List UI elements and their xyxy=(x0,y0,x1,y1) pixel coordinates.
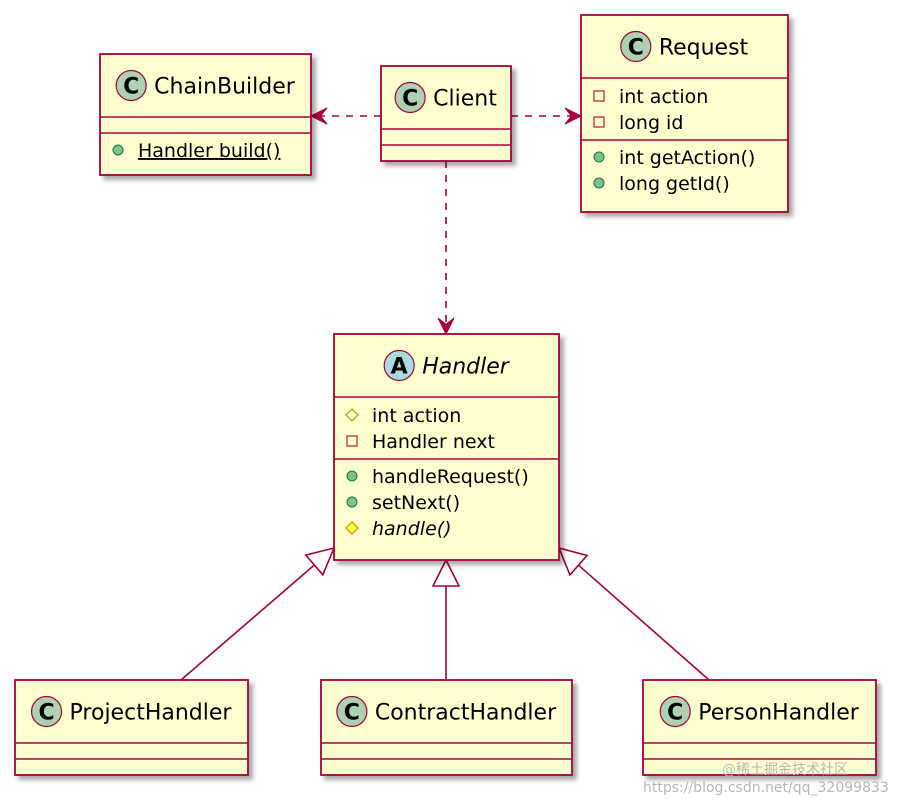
inheritance-contracthandler-to-handler xyxy=(431,558,461,680)
method-label: int getAction() xyxy=(619,147,755,169)
field-label: int action xyxy=(619,86,708,108)
class-projecthandler-name: ProjectHandler xyxy=(70,701,233,726)
class-client-box xyxy=(380,65,512,162)
class-personhandler-box xyxy=(642,679,877,776)
inheritance-line xyxy=(577,564,710,681)
method-label: handle() xyxy=(372,518,452,540)
class-icon xyxy=(659,695,691,728)
field-label: long id xyxy=(619,112,683,134)
class-icon xyxy=(115,69,147,102)
inheritance-arrowhead xyxy=(304,546,336,577)
class-icon xyxy=(336,695,368,728)
dependency-client-to-chainbuilder xyxy=(309,107,381,125)
class-icon xyxy=(30,695,63,728)
method-visibility-icon xyxy=(345,521,359,535)
class-handler-box xyxy=(333,333,560,561)
class-contracthandler-box xyxy=(320,679,573,776)
class-request-name: Request xyxy=(659,36,749,61)
method-label: handleRequest() xyxy=(372,466,529,488)
class-client: C Client xyxy=(380,65,512,162)
inheritance-projecthandler-to-handler xyxy=(180,546,336,681)
field-visibility-icon xyxy=(346,435,358,447)
method-label: Handler build() xyxy=(138,140,280,162)
abstract-class-icon xyxy=(383,349,415,382)
class-personhandler-name: PersonHandler xyxy=(698,701,860,726)
watermark-line1: @稀土掘金技术社区 xyxy=(722,762,848,778)
stereotype-letter: C xyxy=(344,701,360,726)
inheritance-arrowhead xyxy=(557,546,589,577)
class-client-name: Client xyxy=(433,87,497,112)
stereotype-letter: C xyxy=(38,701,54,726)
field-label: int action xyxy=(372,405,461,427)
stereotype-letter: C xyxy=(402,87,418,112)
class-contracthandler: C ContractHandler xyxy=(320,679,573,776)
field-label: Handler next xyxy=(372,431,495,453)
dependency-arrowhead xyxy=(564,107,583,125)
class-handler-name: Handler xyxy=(422,355,511,380)
method-visibility-icon xyxy=(346,470,358,482)
stereotype-letter: C xyxy=(628,36,644,61)
inheritance-line xyxy=(180,564,315,681)
class-contracthandler-name: ContractHandler xyxy=(375,701,557,726)
class-chainbuilder-name: ChainBuilder xyxy=(154,75,296,100)
class-request: C Request int action long id int getAction()… xyxy=(580,14,789,213)
method-visibility-icon xyxy=(593,177,605,189)
stereotype-letter: C xyxy=(123,75,139,100)
field-visibility-icon xyxy=(593,90,605,102)
method-visibility-icon xyxy=(593,151,605,163)
stereotype-letter: A xyxy=(391,355,408,380)
field-visibility-icon xyxy=(593,116,605,128)
dependency-arrowhead xyxy=(437,317,455,336)
inheritance-arrowhead xyxy=(431,558,461,587)
relations-layer xyxy=(180,107,710,681)
class-icon xyxy=(620,30,652,63)
method-label: long getId() xyxy=(619,173,730,195)
dependency-arrowhead xyxy=(309,107,328,125)
watermark-line2: https://blog.csdn.net/qq_32099833 xyxy=(643,780,889,796)
dependency-client-to-request xyxy=(511,107,583,125)
watermark: @稀土掘金技术社区 https://blog.csdn.net/qq_32099… xyxy=(643,762,889,796)
method-label: setNext() xyxy=(372,492,460,514)
class-request-box xyxy=(580,14,789,213)
method-visibility-icon xyxy=(346,496,358,508)
dependency-client-to-handler xyxy=(437,161,455,336)
class-projecthandler-box xyxy=(14,679,249,776)
class-icon xyxy=(394,81,426,114)
method-visibility-icon xyxy=(112,144,124,156)
inheritance-personhandler-to-handler xyxy=(557,546,710,681)
class-projecthandler: C ProjectHandler xyxy=(14,679,249,776)
stereotype-letter: C xyxy=(667,701,683,726)
class-personhandler: C PersonHandler xyxy=(642,679,877,776)
field-visibility-icon xyxy=(345,408,359,422)
